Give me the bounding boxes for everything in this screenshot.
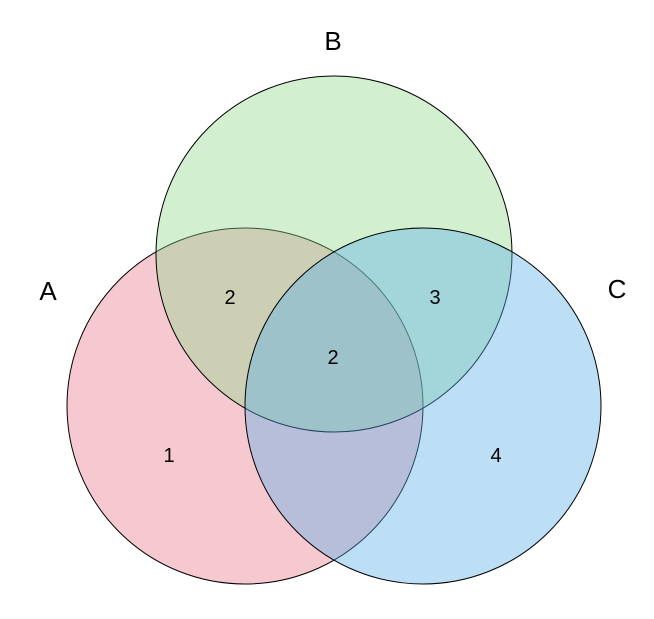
- set-b-circle: [155, 75, 513, 433]
- region-ab-count: 2: [224, 287, 235, 309]
- set-c-circle: [244, 227, 602, 585]
- set-c-label: C: [608, 274, 627, 304]
- region-c-only-count: 4: [490, 445, 501, 467]
- set-b-label: B: [324, 26, 341, 56]
- region-abc-count: 2: [327, 347, 338, 369]
- region-a-only-count: 1: [163, 445, 174, 467]
- region-bc-count: 3: [429, 287, 440, 309]
- set-a-label: A: [39, 276, 57, 306]
